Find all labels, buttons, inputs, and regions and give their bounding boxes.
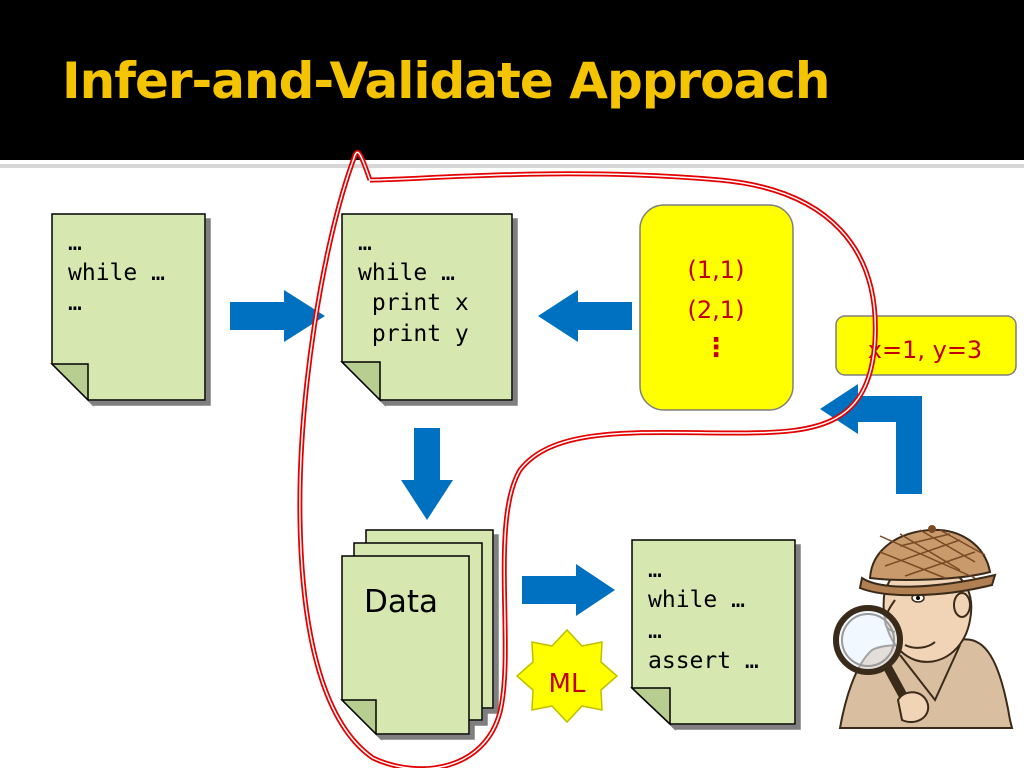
original-program-doc [50, 213, 206, 402]
annotated-doc-line-2: while … [648, 587, 745, 613]
annotated-doc-line-1: … [648, 557, 662, 583]
slide-title: Infer-and-Validate Approach [62, 52, 831, 110]
arrow-instrumented-to-data [401, 428, 453, 520]
annotated-doc-line-4: assert … [648, 648, 759, 674]
ml-badge-shape [515, 628, 619, 724]
title-bar: Infer-and-Validate Approach [0, 0, 1024, 160]
instrumented-doc-line-1: … [358, 230, 372, 256]
original-doc-line-3: … [68, 290, 82, 316]
detective-with-magnifier-icon [833, 525, 1014, 729]
data-stack [340, 529, 494, 736]
test-input-row-1: (1,1) [688, 256, 745, 284]
test-inputs-box [639, 204, 794, 411]
counterexample-box [835, 315, 1017, 376]
instrumented-doc-line-4: print y [358, 321, 469, 347]
data-stack-label: Data [364, 584, 438, 620]
original-doc-line-1: … [68, 230, 82, 256]
title-divider [0, 164, 1024, 168]
annotated-program-doc [630, 539, 796, 726]
test-input-row-3: ⋮ [703, 333, 729, 363]
test-input-row-2: (2,1) [688, 296, 745, 324]
instrumented-doc-line-2: while … [358, 260, 455, 286]
instrumented-program-doc [340, 213, 513, 402]
arrow-inputs-to-instrumented [538, 290, 632, 342]
arrow-data-to-ml [522, 564, 615, 616]
annotated-doc-line-3: … [648, 618, 662, 644]
original-doc-line-2: while … [68, 260, 165, 286]
validation-loop-highlight [299, 151, 877, 768]
ml-badge-label: ML [549, 669, 586, 699]
instrumented-doc-line-3: print x [358, 290, 469, 316]
counterexample-label: x=1, y=3 [868, 336, 982, 364]
arrow-original-to-instrumented [230, 290, 325, 342]
arrow-detective-to-counterexample [820, 384, 922, 494]
